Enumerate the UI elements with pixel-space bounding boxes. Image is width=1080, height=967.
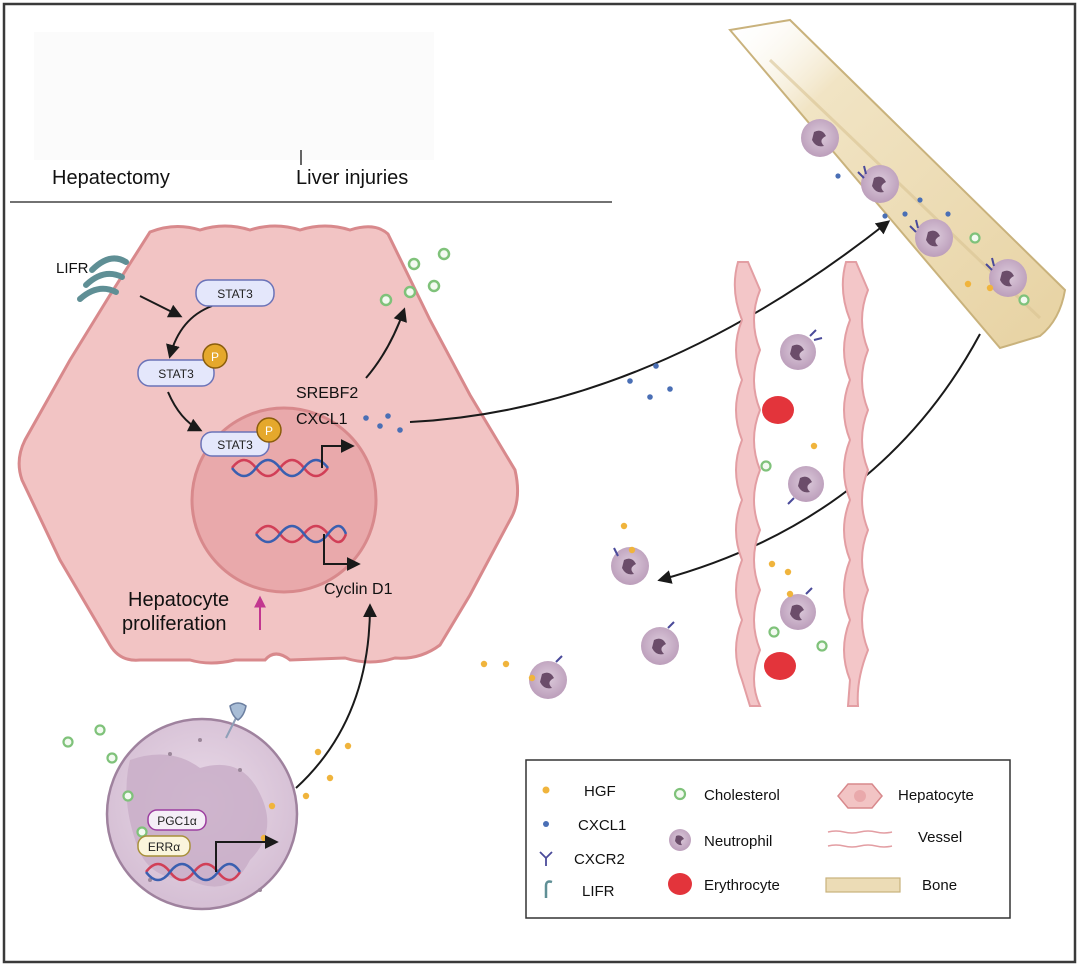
hgf-cluster-exit	[302, 742, 352, 800]
neutrophil-to-cyclin-arrow	[295, 603, 377, 789]
legend-box	[525, 759, 1011, 919]
transcription-arrow-1	[321, 439, 355, 468]
svg-text:P: P	[211, 350, 219, 364]
nuclear-phospho-stat3: STAT3 P	[200, 417, 282, 457]
legend-item-neutrophil: Neutrophil	[669, 829, 772, 851]
erra-protein: ERRα	[137, 835, 191, 857]
tissue-neutrophils	[480, 522, 679, 699]
legend-item-cholesterol: Cholesterol	[673, 787, 780, 804]
legend-item-cxcl1: CXCL1	[543, 817, 626, 834]
header-right-label: Liver injuries	[296, 167, 408, 189]
legend-item-hgf: HGF	[542, 783, 616, 800]
cxcl1-to-bone-arrow	[409, 220, 891, 423]
vessel-neutrophils	[780, 329, 824, 630]
cxcr2-icon	[539, 851, 553, 866]
legend-item-hepatocyte: Hepatocyte	[837, 783, 974, 809]
lifr-receptor-icon	[77, 255, 129, 302]
svg-text:Cholesterol: Cholesterol	[704, 787, 780, 804]
legend-item-lifr: LIFR	[544, 880, 615, 900]
legend-item-cxcr2: CXCR2	[539, 851, 625, 868]
svg-text:STAT3: STAT3	[217, 287, 253, 301]
svg-text:HGF: HGF	[584, 783, 616, 800]
phospho-stat3-protein: STAT3 P	[137, 343, 228, 387]
cxcl1-cluster-cell	[363, 413, 403, 433]
svg-text:Vessel: Vessel	[918, 829, 962, 846]
proliferation-label-1: Hepatocyte	[128, 589, 229, 611]
vessel-erythrocytes	[762, 396, 796, 680]
srebf2-to-cholesterol-arrow	[365, 307, 407, 379]
svg-text:STAT3: STAT3	[217, 438, 253, 452]
cholesterol-cluster-left	[62, 724, 118, 764]
svg-text:Bone: Bone	[922, 877, 957, 894]
svg-text:CXCL1: CXCL1	[578, 817, 626, 834]
bone-neutrophils	[801, 119, 1030, 306]
srebf2-label: SREBF2	[296, 385, 358, 402]
legend-item-vessel: Vessel	[827, 829, 962, 848]
svg-text:P: P	[265, 424, 273, 438]
dna-helix-2	[255, 524, 348, 544]
header-left-label: Hepatectomy	[52, 167, 170, 189]
bone-to-tissue-arrow	[657, 333, 981, 584]
header-image-placeholder	[34, 32, 434, 160]
erythrocyte-icon	[668, 873, 692, 895]
svg-text:PGC1α: PGC1α	[157, 814, 197, 828]
stat3-nuclear-arrow	[167, 391, 203, 432]
svg-text:Erythrocyte: Erythrocyte	[704, 877, 780, 894]
bone-icon	[825, 877, 901, 893]
svg-text:LIFR: LIFR	[582, 883, 615, 900]
svg-text:Hepatocyte: Hepatocyte	[898, 787, 974, 804]
cxcl1-gene-label: CXCL1	[296, 411, 348, 428]
neutrophil-icon	[669, 829, 691, 851]
vessel-small-molecules	[760, 442, 828, 652]
cholesterol-cluster-cell	[379, 247, 451, 307]
dna-helix-3	[145, 862, 242, 882]
svg-text:STAT3: STAT3	[158, 367, 194, 381]
legend-item-erythrocyte: Erythrocyte	[668, 873, 780, 895]
lifr-to-stat3-arrow	[139, 295, 183, 318]
svg-text:ERRα: ERRα	[148, 840, 180, 854]
proliferation-label-2: proliferation	[122, 613, 227, 635]
stat3-protein: STAT3	[195, 279, 275, 307]
cyclin-d1-label: Cyclin D1	[324, 581, 393, 598]
dna-helix-1	[231, 458, 329, 478]
svg-text:CXCR2: CXCR2	[574, 851, 625, 868]
transcription-arrow-3	[215, 835, 279, 872]
cxcl1-icon	[543, 821, 549, 827]
stat3-phosphorylation-arrow	[166, 305, 213, 359]
vessel-icon	[827, 830, 893, 848]
cxcl1-cluster-mid	[627, 363, 673, 400]
lifr-icon	[544, 880, 553, 898]
lifr-label: LIFR	[56, 260, 89, 277]
legend-item-bone: Bone	[825, 877, 957, 894]
hgf-icon	[542, 786, 550, 794]
svg-text:Neutrophil: Neutrophil	[704, 833, 772, 850]
transcription-arrow-2	[323, 534, 361, 571]
pgc1a-protein: PGC1α	[147, 809, 207, 831]
cholesterol-icon	[673, 787, 687, 801]
blood-vessel	[733, 261, 870, 707]
